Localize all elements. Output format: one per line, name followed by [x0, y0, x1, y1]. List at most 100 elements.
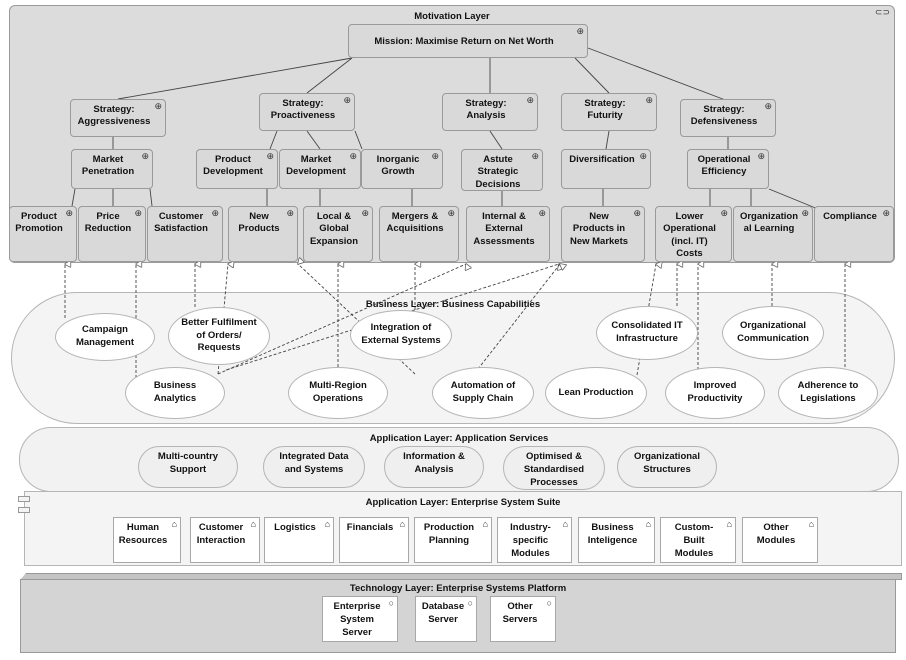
realization-arrow [477, 264, 560, 370]
composition-line [605, 130, 610, 150]
goal-operational-efficiency-label: Operational Efficiency [697, 154, 751, 178]
capability-integration-external-systems[interactable]: Integration of External Systems [350, 310, 452, 360]
target-icon: ⊕ [141, 151, 149, 161]
outcome-lower-operational-costs[interactable]: Lower Operational (incl. IT) Costs ⊕ [655, 206, 732, 262]
module-industry-specific-label: Industry- specific Modules [510, 522, 551, 559]
capability-lean-production-label: Lean Production [558, 386, 634, 398]
goal-inorganic-growth[interactable]: Inorganic Growth ⊕ [361, 149, 443, 189]
goal-inorganic-growth-label: Inorganic Growth [376, 154, 420, 178]
module-customer-interaction-label: Customer Interaction [196, 522, 246, 546]
capability-consolidated-it-infrastructure[interactable]: Consolidated IT Infrastructure [596, 306, 698, 360]
target-icon: ⊕ [211, 208, 219, 218]
goal-astute-strategic-decisions-label: Astute Strategic Decisions [475, 154, 521, 190]
module-custom-built-label: Custom- Built Modules [674, 522, 714, 559]
goal-diversification[interactable]: Diversification ⊕ [561, 149, 651, 189]
capability-automation-supply-chain[interactable]: Automation of Supply Chain [432, 367, 534, 419]
capability-adherence-legislations[interactable]: Adherence to Legislations [778, 367, 878, 419]
application-component-icon: ⌂ [726, 519, 732, 529]
component-port-bottom [18, 507, 30, 513]
target-icon: ⊕ [757, 151, 765, 161]
node-enterprise-system-server[interactable]: Enterprise System Server ○ [322, 596, 398, 642]
node-database-server[interactable]: Database Server ○ [415, 596, 477, 642]
capability-multi-region-operations-label: Multi-Region Operations [309, 380, 367, 404]
strategy-aggressiveness[interactable]: Strategy: Aggressiveness ⊕ [70, 99, 166, 137]
target-icon: ⊕ [538, 208, 546, 218]
outcome-mergers-acquisitions[interactable]: Mergers & Acquisitions ⊕ [379, 206, 459, 262]
module-production-planning[interactable]: Production Planning ⌂ [414, 517, 492, 563]
device-node-icon: ○ [467, 598, 473, 608]
module-production-planning-label: Production Planning [423, 522, 475, 546]
outcome-product-promotion[interactable]: Product Promotion ⊕ [9, 206, 77, 262]
goal-product-development-label: Product Development [203, 154, 263, 178]
capability-campaign-management[interactable]: Campaign Management [55, 313, 155, 361]
service-multi-country-support[interactable]: Multi-country Support [138, 446, 238, 488]
capability-integration-external-systems-label: Integration of External Systems [361, 322, 441, 346]
module-other[interactable]: Other Modules ⌂ [742, 517, 818, 563]
goal-market-penetration[interactable]: Market Penetration ⊕ [71, 149, 153, 189]
application-services-title: Application Layer: Application Services [369, 433, 549, 444]
strategy-futurity[interactable]: Strategy: Futurity ⊕ [561, 93, 657, 131]
target-icon: ⊕ [639, 151, 647, 161]
composition-line [269, 130, 278, 150]
outcome-compliance-label: Compliance [823, 211, 877, 222]
target-icon: ⊕ [349, 151, 357, 161]
strategy-proactiveness-label: Strategy: Proactiveness [270, 98, 336, 122]
capability-automation-supply-chain-label: Automation of Supply Chain [450, 380, 516, 404]
capability-multi-region-operations[interactable]: Multi-Region Operations [288, 367, 388, 419]
outcome-internal-external-assessments[interactable]: Internal & External Assessments ⊕ [466, 206, 550, 262]
realization-arrow [217, 264, 466, 375]
module-industry-specific[interactable]: Industry- specific Modules ⌂ [497, 517, 572, 563]
service-optimised-standardised-processes[interactable]: Optimised & Standardised Processes [503, 446, 605, 490]
module-other-label: Other Modules [756, 522, 796, 546]
strategy-defensiveness-label: Strategy: Defensiveness [690, 104, 758, 128]
outcome-customer-satisfaction[interactable]: Customer Satisfaction ⊕ [147, 206, 223, 262]
outcome-compliance[interactable]: Compliance ⊕ [814, 206, 894, 262]
composition-line [149, 188, 153, 207]
module-business-intelligence[interactable]: Business Inteligence ⌂ [578, 517, 655, 563]
target-icon: ⊕ [134, 208, 142, 218]
mission-goal[interactable]: Mission: Maximise Return on Net Worth ⊕ [348, 24, 588, 58]
target-icon: ⊕ [361, 208, 369, 218]
composition-line [117, 57, 353, 100]
goal-astute-strategic-decisions[interactable]: Astute Strategic Decisions ⊕ [461, 149, 543, 191]
outcome-new-products[interactable]: New Products ⊕ [228, 206, 298, 262]
strategy-aggressiveness-label: Strategy: Aggressiveness [77, 104, 151, 128]
outcome-price-reduction[interactable]: Price Reduction ⊕ [78, 206, 146, 262]
outcome-new-products-new-markets[interactable]: New Products in New Markets ⊕ [561, 206, 645, 262]
application-component-icon: ⌂ [562, 519, 568, 529]
module-logistics[interactable]: Logistics ⌂ [264, 517, 334, 563]
service-information-analysis-label: Information & Analysis [403, 451, 465, 475]
outcome-local-global-expansion[interactable]: Local & Global Expansion ⊕ [303, 206, 373, 262]
capability-better-fulfilment[interactable]: Better Fulfilment of Orders/ Requests [168, 307, 270, 365]
module-human-resources[interactable]: Human Resources ⌂ [113, 517, 181, 563]
application-suite-title: Application Layer: Enterprise System Sui… [365, 497, 561, 508]
outcome-organizational-learning[interactable]: Organization al Learning ⊕ [733, 206, 813, 262]
service-information-analysis[interactable]: Information & Analysis [384, 446, 484, 488]
module-custom-built[interactable]: Custom- Built Modules ⌂ [660, 517, 736, 563]
target-icon: ⊕ [286, 208, 294, 218]
goal-diversification-label: Diversification [569, 154, 635, 165]
strategy-proactiveness[interactable]: Strategy: Proactiveness ⊕ [259, 93, 355, 131]
target-icon: ⊕ [801, 208, 809, 218]
module-customer-interaction[interactable]: Customer Interaction ⌂ [190, 517, 260, 563]
service-organizational-structures[interactable]: Organizational Structures [617, 446, 717, 488]
capability-improved-productivity[interactable]: Improved Productivity [665, 367, 765, 419]
strategy-analysis[interactable]: Strategy: Analysis ⊕ [442, 93, 538, 131]
capability-better-fulfilment-label: Better Fulfilment of Orders/ Requests [181, 316, 257, 354]
goal-product-development[interactable]: Product Development ⊕ [196, 149, 278, 189]
service-integrated-data-systems-label: Integrated Data and Systems [279, 451, 349, 475]
device-node-icon: ○ [546, 598, 552, 608]
capability-organizational-communication[interactable]: Organizational Communication [722, 306, 824, 360]
strategy-defensiveness[interactable]: Strategy: Defensiveness ⊕ [680, 99, 776, 137]
capability-lean-production[interactable]: Lean Production [545, 367, 647, 419]
goal-market-development[interactable]: Market Development ⊕ [279, 149, 361, 189]
node-other-servers[interactable]: Other Servers ○ [490, 596, 556, 642]
service-integrated-data-systems[interactable]: Integrated Data and Systems [263, 446, 365, 488]
goal-operational-efficiency[interactable]: Operational Efficiency ⊕ [687, 149, 769, 189]
capability-business-analytics[interactable]: Business Analytics [125, 367, 225, 419]
capability-consolidated-it-infrastructure-label: Consolidated IT Infrastructure [611, 320, 683, 344]
outcome-organizational-learning-label: Organization al Learning [739, 211, 799, 235]
service-multi-country-support-label: Multi-country Support [157, 451, 219, 475]
composition-line [489, 130, 503, 150]
module-financials[interactable]: Financials ⌂ [339, 517, 409, 563]
